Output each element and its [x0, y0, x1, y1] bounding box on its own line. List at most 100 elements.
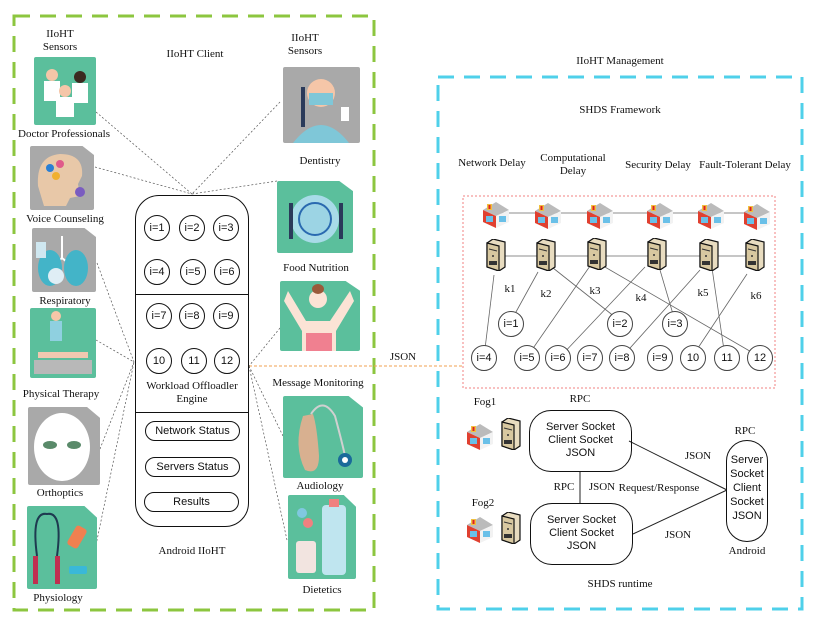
delay-label: Security Delay [625, 159, 691, 171]
hospital-building-icon [585, 201, 615, 229]
network-status-button[interactable]: Network Status [145, 421, 240, 441]
socket-line: Client Socket [548, 434, 613, 446]
dentist-icon [283, 67, 360, 143]
engine-label: Workload Offloadler Engine [136, 380, 248, 406]
hospital-building-icon [696, 201, 726, 229]
task-node[interactable]: i=3 [662, 311, 688, 337]
tile-label: Dietetics [302, 584, 342, 596]
server-icon [585, 237, 607, 271]
json-label: JSON [664, 529, 692, 541]
eyes-icon [28, 407, 100, 485]
doctors-icon [34, 57, 96, 125]
task-node[interactable]: i=3 [213, 215, 239, 241]
task-node[interactable]: 10 [146, 348, 172, 374]
jump-rope-icon [27, 506, 97, 589]
tile-label: Doctor Professionals [18, 128, 110, 140]
server-icon [484, 238, 506, 272]
server-icon [499, 511, 521, 545]
task-node[interactable]: i=4 [471, 345, 497, 371]
rpc-label: RPC [734, 425, 756, 437]
task-node[interactable]: i=4 [144, 259, 170, 285]
task-node[interactable]: i=7 [577, 345, 603, 371]
socket-line: JSON [732, 510, 762, 522]
socket-line: Client [732, 482, 762, 494]
server-icon [645, 237, 667, 271]
server-label: k5 [697, 287, 709, 299]
plate-icon [277, 181, 353, 253]
socket-line: JSON [565, 447, 596, 459]
server-label: k6 [750, 290, 762, 302]
socket-line: Socket [730, 468, 764, 480]
tile-label: Dentistry [299, 155, 341, 167]
task-node[interactable]: i=1 [498, 311, 524, 337]
task-node[interactable]: i=8 [609, 345, 635, 371]
task-node[interactable]: i=9 [647, 345, 673, 371]
management-title: IIoHT Management [576, 55, 664, 67]
server-label: k3 [589, 285, 601, 297]
sensors-label-right: IIoHT Sensors [287, 32, 323, 57]
framework-title: SHDS Framework [579, 104, 661, 116]
client-title: IIoHT Client [166, 48, 224, 60]
rpc-label: RPC [569, 393, 591, 405]
task-node[interactable]: i=5 [514, 345, 540, 371]
tile-label: Physical Therapy [22, 388, 100, 400]
task-node[interactable]: 11 [714, 345, 740, 371]
server-label: k4 [635, 292, 647, 304]
divider [135, 412, 249, 414]
lungs-icon [32, 228, 96, 292]
servers-status-button[interactable]: Servers Status [145, 457, 240, 477]
socket-line: Server Socket [546, 514, 617, 526]
task-node[interactable]: i=8 [179, 303, 205, 329]
android-socket-box[interactable]: Server Socket Client Socket JSON [726, 440, 768, 542]
delay-label: Fault-Tolerant Delay [699, 159, 791, 171]
rpc-label: RPC [553, 481, 575, 493]
task-node[interactable]: i=6 [214, 259, 240, 285]
server-label: k2 [540, 288, 552, 300]
task-node[interactable]: 11 [181, 348, 207, 374]
task-node[interactable]: i=7 [146, 303, 172, 329]
bottles-icon [288, 495, 356, 579]
tile-label: Food Nutrition [283, 262, 349, 274]
hospital-building-icon [465, 515, 495, 543]
hospital-building-icon [465, 422, 495, 450]
fog2-label: Fog2 [471, 497, 495, 509]
hospital-building-icon [481, 200, 511, 228]
hospital-building-icon [742, 202, 772, 230]
sensors-label-left: IIoHT Sensors [42, 28, 78, 53]
fog1-socket-box[interactable]: Server Socket Client Socket JSON [529, 410, 632, 472]
engine-label-line2: Engine [176, 393, 208, 405]
hearing-aid-icon [283, 396, 363, 478]
task-node[interactable]: i=9 [213, 303, 239, 329]
fog2-socket-box[interactable]: Server Socket Client Socket JSON [530, 503, 633, 565]
server-icon [743, 238, 765, 272]
server-label: k1 [504, 283, 516, 295]
task-node[interactable]: 10 [680, 345, 706, 371]
json-connector-label: JSON [389, 351, 417, 363]
task-node[interactable]: i=2 [179, 215, 205, 241]
task-node[interactable]: i=5 [180, 259, 206, 285]
delay-label: Network Delay [458, 157, 526, 169]
results-button[interactable]: Results [144, 492, 239, 512]
task-node[interactable]: i=1 [144, 215, 170, 241]
engine-label-line1: Workload Offloadler [146, 380, 238, 392]
socket-line: Server [730, 454, 764, 466]
tile-label: Message Monitoring [272, 377, 364, 389]
task-node[interactable]: i=2 [607, 311, 633, 337]
runtime-title: SHDS runtime [587, 578, 653, 590]
server-icon [697, 238, 719, 272]
delay-label: Computational Delay [540, 152, 606, 177]
android-label: Android [728, 545, 766, 557]
json-label: JSON [588, 481, 616, 493]
tile-label: Respiratory [39, 295, 91, 307]
server-icon [534, 238, 556, 272]
json-label: JSON [684, 450, 712, 462]
hospital-building-icon [645, 201, 675, 229]
task-node[interactable]: i=6 [545, 345, 571, 371]
tile-label: Audiology [296, 480, 344, 492]
hospital-building-icon [533, 201, 563, 229]
task-node[interactable]: 12 [747, 345, 773, 371]
fog1-label: Fog1 [473, 396, 497, 408]
task-node[interactable]: 12 [214, 348, 240, 374]
socket-line: Socket [730, 496, 764, 508]
